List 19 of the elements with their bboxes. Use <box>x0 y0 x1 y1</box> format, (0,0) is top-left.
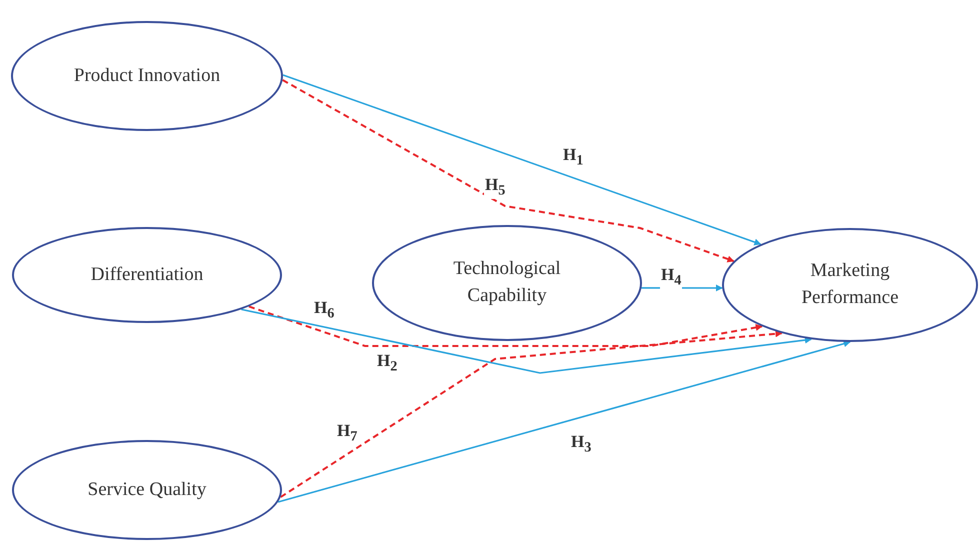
ellipse-node <box>12 440 282 540</box>
node-label: Marketing Performance <box>800 259 900 310</box>
edge-label: H$_{4}$ <box>660 266 682 289</box>
edge-label: H$_{5}$ <box>484 176 506 199</box>
ellipse-node <box>372 225 642 341</box>
ellipse-node <box>12 227 282 323</box>
node-label: Technological Capability <box>452 257 562 308</box>
arrow <box>280 330 782 498</box>
arrow <box>248 306 763 347</box>
node-label: Service Quality <box>88 478 206 502</box>
arrow <box>278 340 851 503</box>
ellipse-node <box>11 21 283 131</box>
arrow <box>282 79 734 262</box>
ellipse-node <box>722 228 978 342</box>
arrow <box>282 74 762 246</box>
arrow <box>241 308 812 374</box>
node-label: Product Innovation <box>74 64 220 88</box>
arrow <box>642 284 723 292</box>
node-label: Differentiation <box>90 262 204 287</box>
